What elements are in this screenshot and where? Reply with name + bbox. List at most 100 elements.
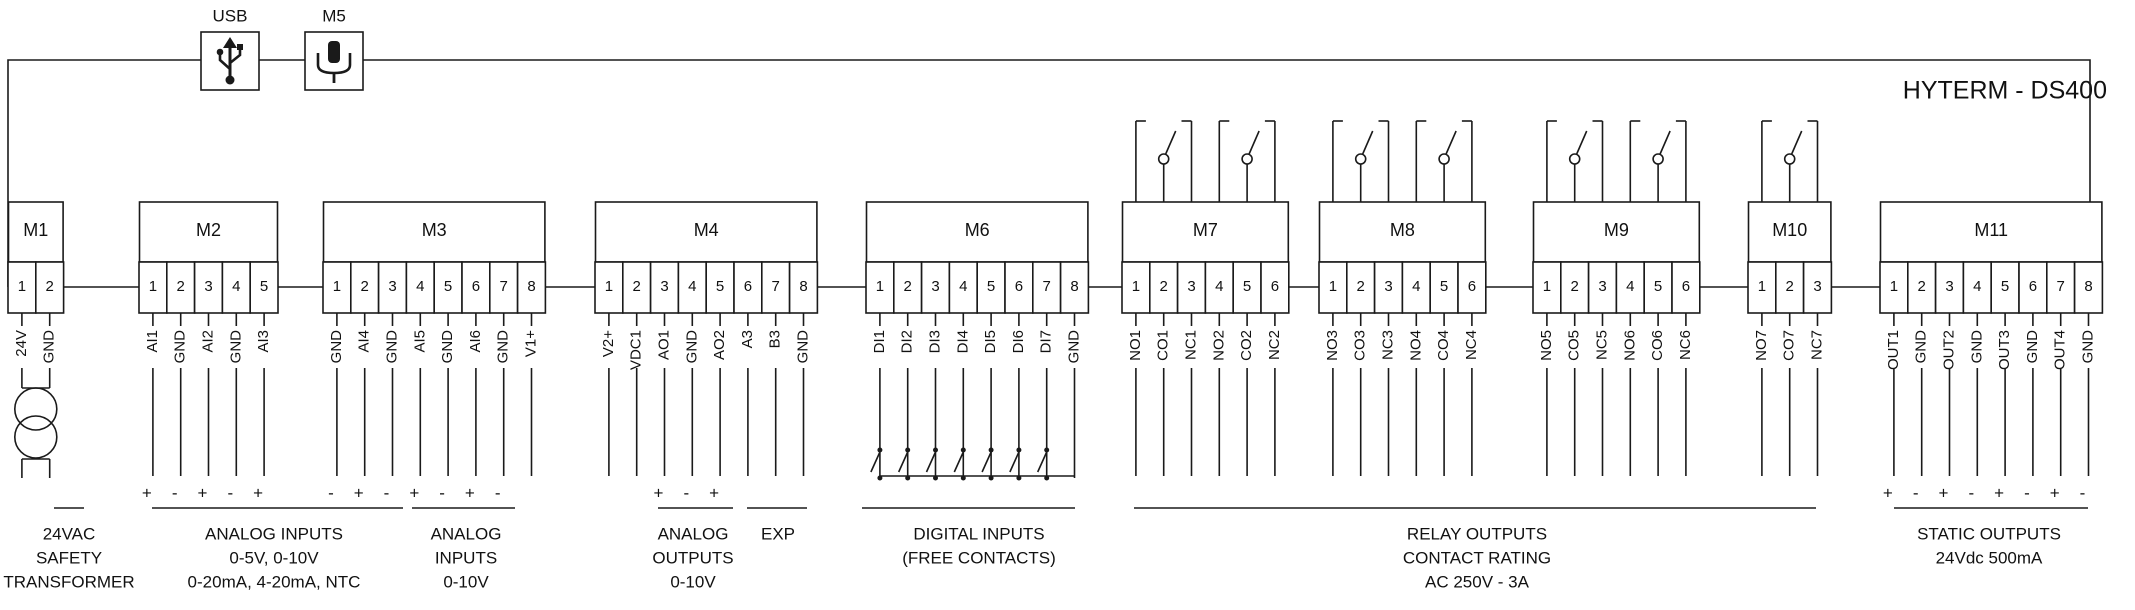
relay-pivot [1354,153,1367,165]
m5-port-label: M5 [322,6,346,25]
signal-label: CO7 [1781,330,1798,361]
pin-number: 4 [959,278,967,295]
pin-number: 5 [1440,278,1448,295]
usb-arrow [223,37,237,48]
signal-label: DI2 [899,330,916,353]
signal-label: NO5 [1538,330,1555,361]
usb-icon [216,37,243,85]
signal-label: DI3 [926,330,943,353]
group-caption-line: ANALOG INPUTS [205,524,343,543]
signal-label: GND [1968,330,1985,364]
pin-cell [2073,261,2104,314]
pin-number: 4 [1215,278,1223,295]
pin-number: 3 [1813,278,1821,295]
plus-mark: + [1883,483,1893,502]
plug-icon [316,41,352,83]
pin-cell [788,261,819,314]
contact-dot [933,475,938,481]
pin-cell [976,261,1006,314]
pin-cell [1587,261,1618,314]
signal-label: NC4 [1463,330,1480,360]
signal-label: VDC1 [628,330,645,370]
signal-label: DI7 [1038,330,1055,353]
pin-number: 6 [1468,278,1476,295]
signal-label: CO5 [1566,330,1583,361]
contact-dot [960,447,966,453]
relay-switch-symbol [1415,120,1473,202]
minus-mark: - [495,483,501,502]
pin-number: 5 [987,278,995,295]
relay-switch-symbol [1629,120,1687,202]
pin-cell [594,261,624,314]
relay-pivot [1783,153,1796,165]
pin-cell [865,261,895,314]
digital-contacts [870,447,1076,481]
pin-number: 4 [1626,278,1634,295]
contact-dot [905,475,911,481]
module-name: M4 [694,220,719,240]
signal-label: NO2 [1210,330,1227,361]
contact-dot [905,447,911,453]
pin-number: 3 [388,278,396,295]
relay-blade [1445,130,1457,155]
signal-label: AI3 [255,330,272,353]
relay-pivot [1157,153,1170,165]
pin-number: 8 [2084,278,2092,295]
group-caption-line: TRANSFORMER [3,572,134,591]
group-caption-line: 0-10V [443,572,489,591]
plus-mark: + [709,483,719,502]
contact-dot [988,475,994,481]
group-caption-line: OUTPUTS [652,548,733,567]
module-header [1532,201,1701,263]
pin-number: 2 [1918,278,1926,295]
signal-label: AO2 [711,330,728,360]
pin-number: 1 [605,278,613,295]
contact-blade [1009,451,1020,473]
relay-blade [1248,130,1260,155]
transformer-coil [13,387,58,431]
plus-mark: + [465,483,475,502]
relay-switch-symbol [1761,120,1819,202]
pin-cell [1059,261,1090,314]
pin-number: 5 [1654,278,1662,295]
pin-number: 4 [1412,278,1420,295]
signal-label: AI5 [411,330,428,353]
contact-dot [877,475,883,481]
signal-label: OUT4 [2052,330,2069,370]
pin-number: 1 [1329,278,1337,295]
signal-label: CO3 [1352,330,1369,361]
module-header [1318,201,1487,263]
pin-cell [1802,261,1833,314]
group-caption-line: ANALOG [431,524,502,543]
signal-label: GND [41,330,58,364]
pin-number: 1 [333,278,341,295]
pin-number: 2 [1571,278,1579,295]
pin-cell [1747,261,1777,314]
usb-branch [229,49,242,65]
relay-switch-symbol [1135,120,1193,202]
signal-label: NC6 [1677,330,1694,360]
usb-dot [216,48,224,56]
contact-blade [953,451,965,473]
signal-label: V1+ [522,330,539,357]
signal-label: AI4 [356,330,373,353]
signal-label: V2+ [600,330,617,357]
group-caption-line: STATIC OUTPUTS [1917,524,2061,543]
pin-number: 6 [744,278,752,295]
contact-dot [1016,475,1022,481]
contact-blade [870,451,881,473]
minus-mark: - [2024,483,2030,502]
minus-mark: - [439,483,445,502]
pin-number: 2 [1160,278,1168,295]
signal-label: NO6 [1621,330,1638,361]
contact-blade [1036,451,1048,473]
signal-label: OUT1 [1885,330,1902,370]
plus-mark: + [142,483,152,502]
